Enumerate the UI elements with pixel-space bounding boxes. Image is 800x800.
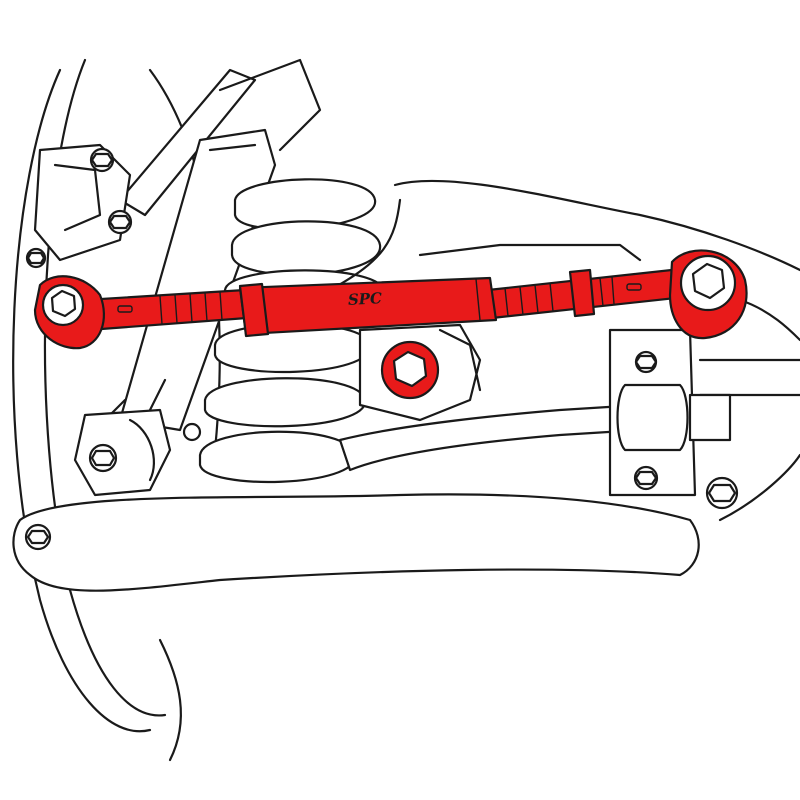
rod-end-right <box>668 249 748 340</box>
threaded-rod-left <box>83 288 249 332</box>
spc-logo: SPC <box>347 289 382 309</box>
bolt-knuckle <box>88 443 118 473</box>
thread-marks <box>159 276 615 325</box>
bolt-spring-seat <box>182 422 202 442</box>
lower-control-arm <box>12 493 700 592</box>
upper-link <box>118 58 322 217</box>
bolt-sway-mount-1 <box>634 350 658 374</box>
bolt-upper-3 <box>25 247 47 269</box>
adjustable-camber-arm: SPC <box>33 249 748 350</box>
eccentric-bolt <box>380 340 440 400</box>
bolt-chassis-right <box>705 476 739 510</box>
jam-nut-right <box>568 268 596 318</box>
rod-end-left <box>33 275 105 350</box>
bolt-upper-1 <box>89 147 115 173</box>
upper-mount-bracket <box>25 143 133 269</box>
chassis-frame <box>328 179 800 522</box>
bolt-sway-mount-2 <box>633 465 659 491</box>
sway-bar <box>338 328 739 510</box>
bolt-upper-2 <box>107 209 133 235</box>
jam-nut-left <box>238 282 270 338</box>
knuckle-lower-mount <box>73 408 202 497</box>
bolt-lower-arm <box>24 523 52 551</box>
